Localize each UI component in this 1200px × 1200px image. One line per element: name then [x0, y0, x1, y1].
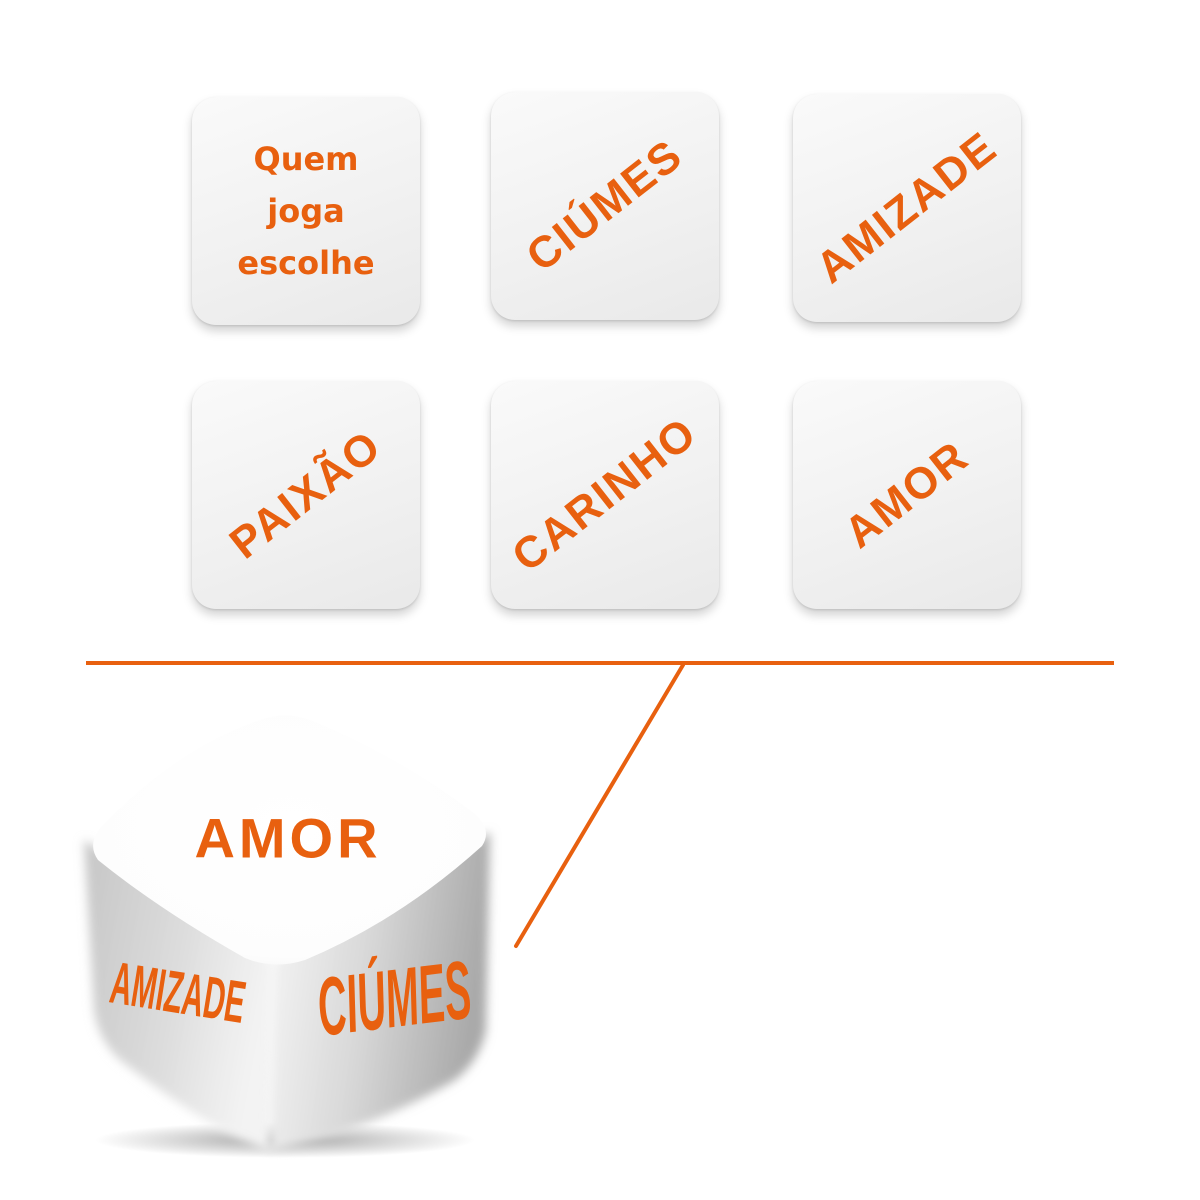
tile-carinho: CARINHO [491, 381, 719, 609]
die-right-label: CIÚMES [311, 942, 477, 1054]
die-top-label: AMOR [194, 806, 382, 870]
tile-paixao: PAIXÃO [192, 381, 420, 609]
tile-amor: AMOR [793, 381, 1021, 609]
tile-label: PAIXÃO [220, 420, 391, 569]
tile-label: AMOR [835, 431, 978, 558]
divider-line [86, 661, 1114, 665]
tile-label: CARINHO [503, 407, 707, 582]
die-illustration: AMOR AMIZADE CIÚMES [70, 700, 510, 1160]
tile-label: CIÚMES [517, 129, 692, 282]
die-shape [84, 715, 490, 1158]
tile-label: Quem joga escolhe [237, 140, 375, 282]
tile-ciumes: CIÚMES [491, 92, 719, 320]
tile-label: AMIZADE [807, 122, 1007, 293]
tile-quem-joga-escolhe: Quem joga escolhe [192, 97, 420, 325]
tile-amizade: AMIZADE [793, 94, 1021, 322]
